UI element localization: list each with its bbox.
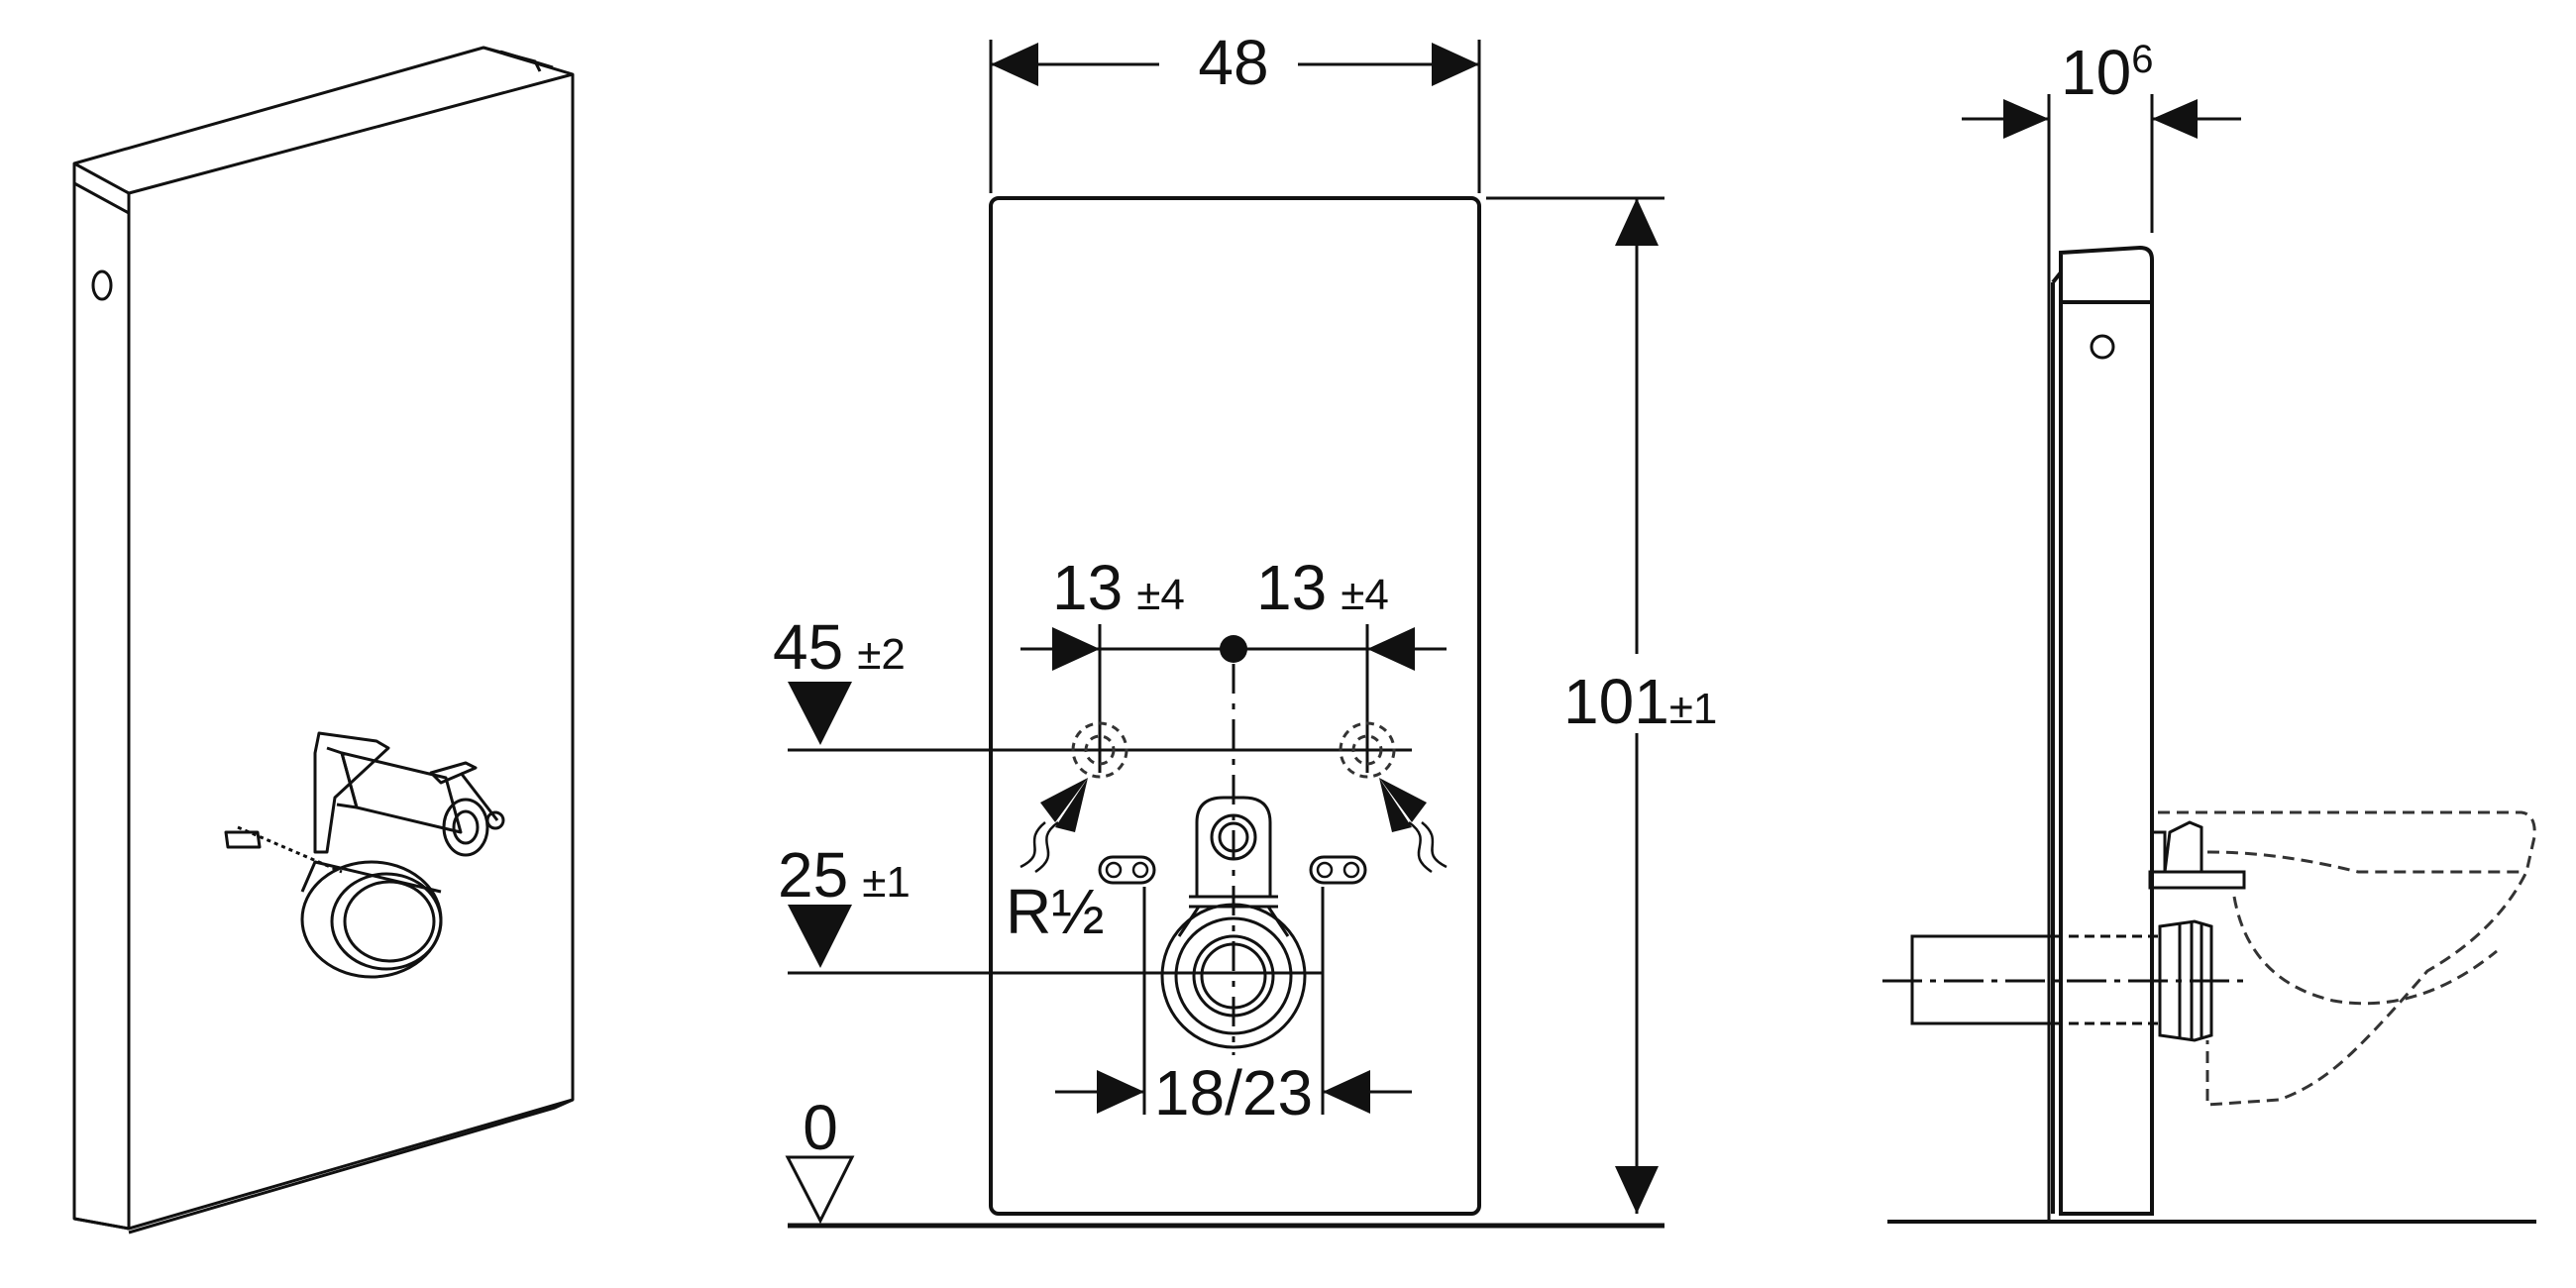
right-offset-tolerance: ±4	[1341, 571, 1389, 619]
thread-label: R½	[1006, 876, 1105, 947]
drain-pipe	[1882, 820, 2249, 1042]
bolt-spacing-label: 18/23	[1154, 1057, 1313, 1128]
drain-height-tolerance: ±1	[862, 858, 911, 907]
bolt-slot-left	[1098, 855, 1156, 885]
svg-text:13±4: 13 ±4	[1256, 552, 1389, 623]
toilet-bowl-outline	[2158, 810, 2536, 1107]
drain-height-label: 25	[778, 839, 848, 911]
height-tolerance: ±1	[1669, 685, 1718, 733]
svg-text:45±2: 45 ±2	[773, 611, 906, 683]
isometric-view	[72, 46, 575, 1234]
supply-connection-right	[1339, 721, 1396, 779]
svg-text:13±4: 13 ±4	[1052, 552, 1185, 623]
supply-height-tolerance: ±2	[857, 630, 906, 679]
flush-connector-front	[1160, 796, 1307, 1049]
depth-label: 10	[2061, 37, 2131, 108]
panel-side	[2059, 245, 2154, 1216]
supply-connection-left	[1071, 721, 1128, 779]
supply-height-label: 45	[773, 611, 843, 683]
flush-bracket	[224, 731, 505, 979]
side-hole	[2090, 334, 2115, 360]
svg-text:106: 106	[2061, 37, 2153, 108]
width-label: 48	[1198, 27, 1268, 98]
depth-superscript: 6	[2131, 38, 2153, 81]
svg-text:101±1: 101±1	[1563, 666, 1717, 737]
left-offset-tolerance: ±4	[1136, 571, 1185, 619]
floor-level-label: 0	[803, 1092, 838, 1163]
height-label: 101	[1563, 666, 1669, 737]
svg-text:25±1: 25 ±1	[778, 839, 911, 911]
front-view: 48 101±1 0 45±2 25±1 1	[773, 27, 1744, 1229]
left-offset-label: 13	[1052, 552, 1123, 623]
panel-front	[989, 196, 1481, 1216]
right-offset-label: 13	[1256, 552, 1327, 623]
bolt-slot-right	[1309, 855, 1367, 885]
center-point	[1220, 635, 1247, 663]
side-view: 106	[1882, 37, 2536, 1224]
